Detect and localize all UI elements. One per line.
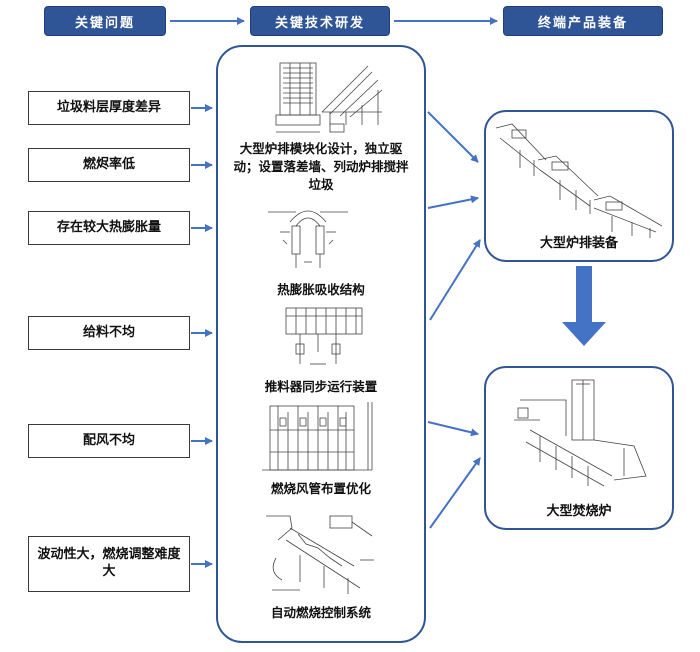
product-text: 大型焚烧炉 — [546, 504, 612, 519]
problem-box: 配风不均 — [28, 424, 190, 458]
problem-box: 给料不均 — [28, 316, 190, 350]
problem-box: 垃圾料层厚度差异 — [28, 91, 190, 125]
tech-label-expansion: 热膨胀吸收结构 — [216, 281, 426, 299]
air-duct-drawing — [262, 402, 373, 471]
tech-text: 热膨胀吸收结构 — [277, 282, 365, 297]
down-arrow — [562, 266, 606, 346]
problem-label: 给料不均 — [82, 324, 135, 340]
header-key-tech: 关键技术研发 — [250, 6, 390, 36]
problem-label: 配风不均 — [82, 432, 135, 448]
grate-module-drawing — [275, 62, 383, 133]
product-box-incinerator — [484, 366, 674, 530]
tech-label-pusher: 推料器同步运行装置 — [216, 378, 426, 396]
problem-box: 燃烬率低 — [28, 148, 190, 182]
product-label-incinerator: 大型焚烧炉 — [484, 500, 674, 519]
header-products: 终端产品装备 — [503, 6, 663, 36]
pusher-sync-drawing — [285, 307, 363, 365]
tech-to-product-arrows — [427, 111, 481, 529]
header-key-problems: 关键问题 — [44, 6, 166, 36]
tech-container — [216, 45, 426, 643]
header-products-label: 终端产品装备 — [537, 15, 628, 31]
product-box-grate — [484, 110, 674, 262]
expansion-structure-drawing — [268, 210, 348, 268]
problem-box: 波动性大，燃烧调整难度大 — [28, 536, 190, 592]
problem-label: 燃烬率低 — [82, 156, 135, 172]
tech-text: 燃烧风管布置优化 — [270, 481, 371, 496]
problem-label: 垃圾料层厚度差异 — [56, 99, 161, 115]
tech-text: 自动燃烧控制系统 — [270, 605, 371, 620]
problem-label: 波动性大，燃烧调整难度大 — [37, 547, 181, 579]
grate-equipment-drawing — [495, 123, 663, 238]
incinerator-drawing — [514, 379, 647, 487]
header-key-tech-label: 关键技术研发 — [274, 15, 365, 31]
tech-text: 推料器同步运行装置 — [264, 379, 378, 394]
header-key-problems-label: 关键问题 — [74, 15, 135, 31]
product-text: 大型炉排装备 — [539, 236, 618, 251]
problem-box: 存在较大热膨胀量 — [28, 211, 190, 245]
problem-arrows — [191, 104, 213, 568]
product-label-grate: 大型炉排装备 — [484, 232, 674, 251]
tech-label-control: 自动燃烧控制系统 — [216, 604, 426, 622]
tech-label-air-duct: 燃烧风管布置优化 — [216, 480, 426, 498]
tech-text: 大型炉排模块化设计，独立驱动；设置落差墙、列动炉排搅拌垃圾 — [233, 141, 409, 193]
tech-label-grate-design: 大型炉排模块化设计，独立驱动；设置落差墙、列动炉排搅拌垃圾 — [216, 140, 426, 194]
control-system-drawing — [266, 515, 374, 594]
problem-label: 存在较大热膨胀量 — [56, 219, 161, 235]
